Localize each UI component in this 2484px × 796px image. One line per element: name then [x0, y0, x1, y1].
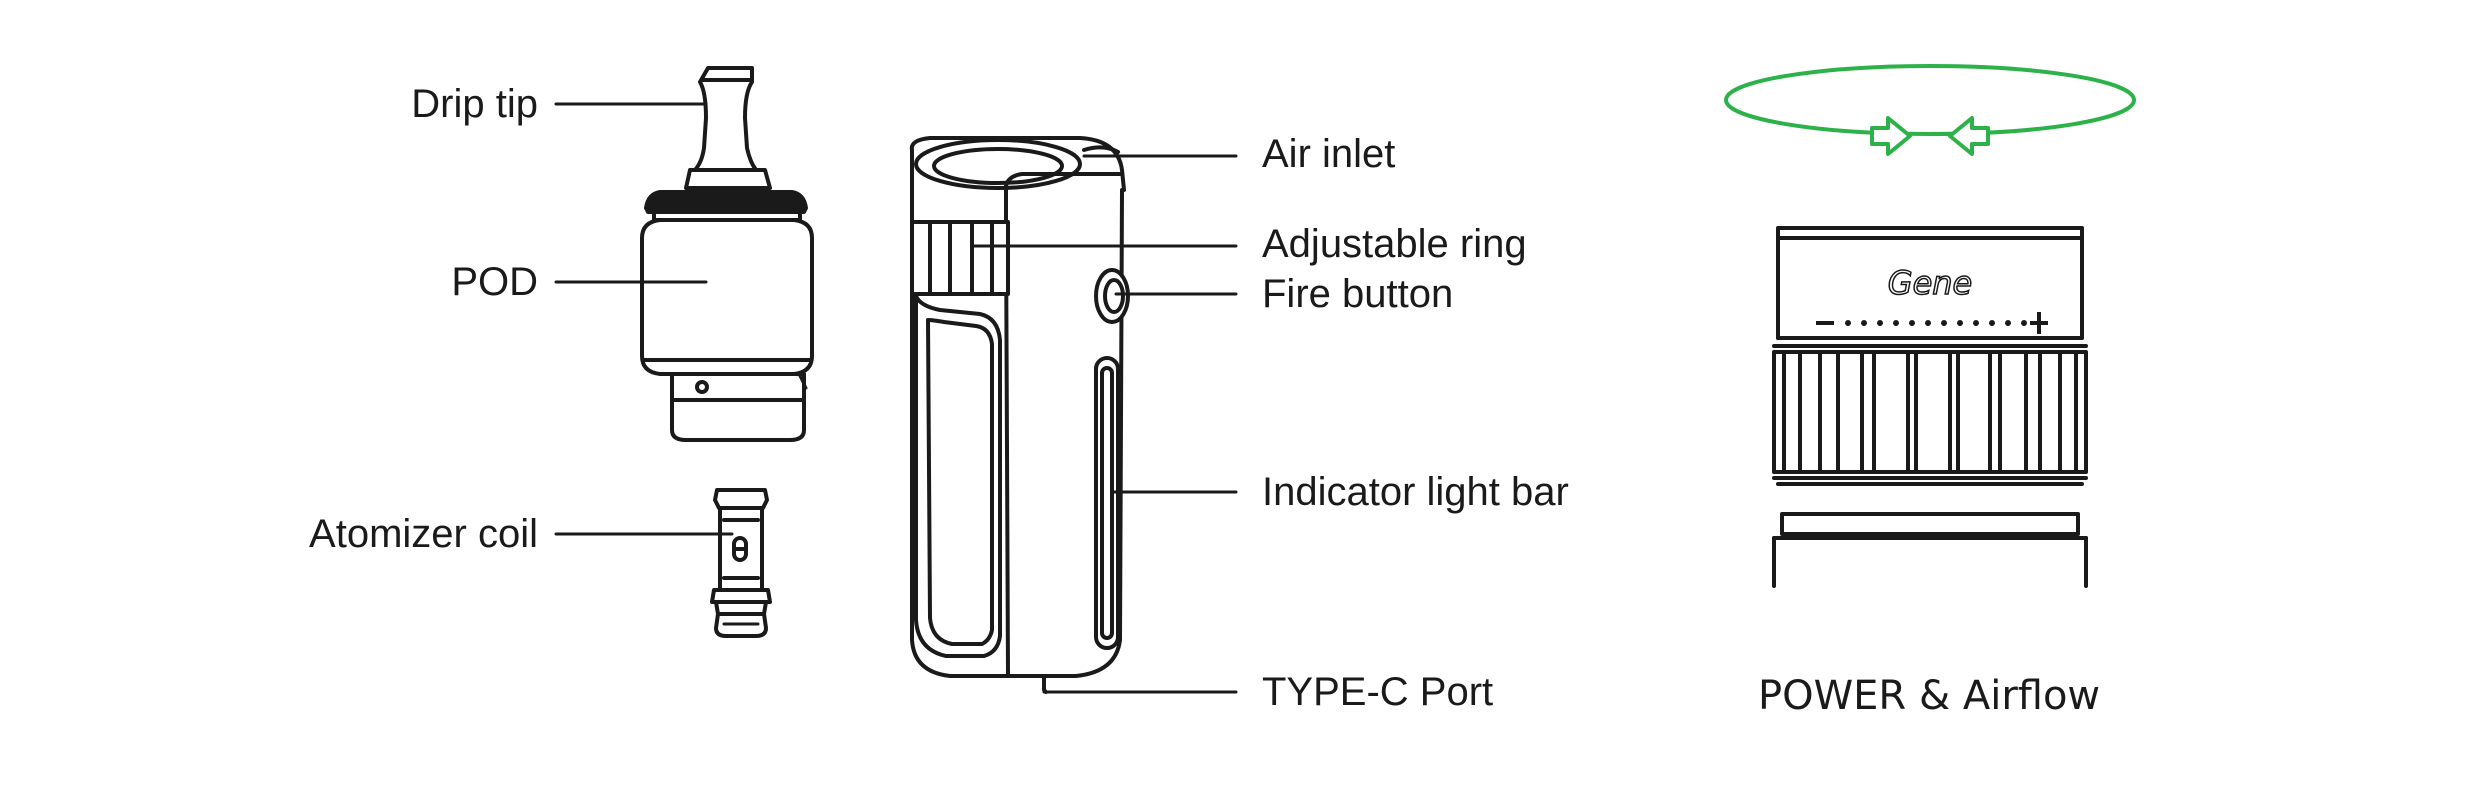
indicator-light-bar-shape [1094, 356, 1120, 650]
label-air-inlet: Air inlet [1262, 132, 1396, 176]
adjustable-ring [910, 220, 1010, 296]
scale-dot [1925, 320, 1931, 326]
arrow-left-icon [1948, 116, 1990, 156]
label-type-c-port: TYPE-C Port [1262, 670, 1494, 714]
scale-dot [2021, 320, 2027, 326]
pod-base [670, 372, 808, 442]
scale-dot [1845, 320, 1851, 326]
detail-logo: Gene [1888, 264, 1972, 302]
leader-lines [554, 102, 1238, 694]
detail-power-scale [1816, 312, 2048, 334]
pod-top-ring [644, 190, 808, 222]
scale-minus-mark [1816, 321, 1834, 325]
scale-dot [2005, 320, 2011, 326]
caption-power-airflow: POWER & Airflow [1758, 673, 2101, 719]
device-top-cap [909, 136, 1126, 192]
pod-body [640, 218, 814, 376]
detail-top-cap [1772, 226, 2088, 348]
drip-tip [684, 66, 772, 190]
label-atomizer-coil: Atomizer coil [309, 512, 538, 556]
power-airflow-detail [1772, 226, 2088, 588]
fire-button-shape [1094, 268, 1130, 324]
label-drip-tip: Drip tip [411, 82, 538, 126]
pod-assembly [640, 66, 814, 638]
label-adjustable-ring: Adjustable ring [1262, 222, 1527, 266]
scale-dot [1861, 320, 1867, 326]
type-c-port-shape [1042, 674, 1048, 694]
detail-lower-body [1772, 476, 2088, 588]
scale-dot [1909, 320, 1915, 326]
scale-dot [1957, 320, 1963, 326]
atomizer-coil [710, 488, 772, 638]
label-pod: POD [451, 260, 538, 304]
label-fire-button: Fire button [1262, 272, 1454, 316]
device-body [909, 136, 1130, 694]
scale-dot [1893, 320, 1899, 326]
front-panel [914, 294, 1002, 658]
scale-dot [1989, 320, 1995, 326]
scale-dot [1877, 320, 1883, 326]
scale-plus-mark-v [2037, 312, 2041, 334]
scale-dot [1973, 320, 1979, 326]
rotation-ellipse-icon [1724, 64, 2136, 136]
detail-knurled-ring [1772, 350, 2088, 474]
arrow-right-icon [1870, 116, 1912, 156]
label-indicator-light-bar: Indicator light bar [1262, 470, 1569, 514]
scale-dot [1941, 320, 1947, 326]
